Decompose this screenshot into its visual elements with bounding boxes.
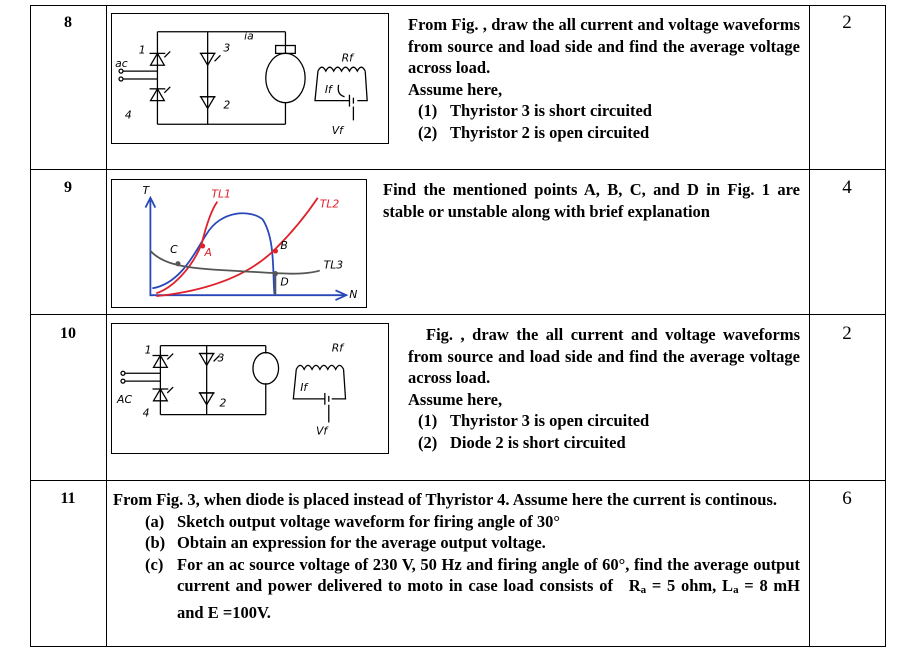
svg-text:4: 4 xyxy=(143,407,150,420)
question-number: 8 xyxy=(64,14,72,31)
question-text-10: Fig. , draw the all current and voltage … xyxy=(408,324,800,453)
table-border-top xyxy=(30,5,886,6)
list-item: (a) Sketch output voltage waveform for fi… xyxy=(113,511,800,533)
question-marks: 4 xyxy=(842,177,852,198)
question-text-9: Find the mentioned points A, B, C, and D… xyxy=(383,179,800,222)
svg-text:2: 2 xyxy=(223,99,230,112)
svg-text:2: 2 xyxy=(219,397,226,410)
question-number: 10 xyxy=(60,325,76,342)
svg-text:Vf: Vf xyxy=(316,424,329,437)
list-item: (2) Diode 2 is short circuited xyxy=(408,432,800,454)
item-text: Thyristor 3 is open circuited xyxy=(450,411,650,430)
circuit-diagram: 1 3 AC 4 2 Rf If Vf xyxy=(116,342,347,437)
svg-text:Rf: Rf xyxy=(342,51,356,64)
list-item: (b) Obtain an expression for the average … xyxy=(113,532,800,554)
la-label: L xyxy=(722,576,734,595)
svg-text:TL2: TL2 xyxy=(320,198,340,211)
table-border-left xyxy=(30,5,31,647)
svg-text:D: D xyxy=(280,275,288,288)
la-subscript: a xyxy=(733,584,739,596)
list-item: (2) Thyristor 2 is open circuited xyxy=(408,122,800,144)
table-border-row-9-10 xyxy=(30,314,886,315)
torque-speed-plot: T TL1 TL2 TL3 N A B C D xyxy=(143,184,358,301)
item-text-block: For an ac source voltage of 230 V, 50 Hz… xyxy=(177,554,800,624)
table-border-col1 xyxy=(106,5,107,647)
question-text-8: From Fig. , draw the all current and vol… xyxy=(408,14,800,143)
question-marks: 2 xyxy=(842,323,852,344)
table-border-col2 xyxy=(809,5,810,647)
circuit-diagram: ac 1 3 ia 4 2 Rf If Vf xyxy=(115,30,368,137)
item-text: Obtain an expression for the average out… xyxy=(177,533,546,552)
list-item: (1) Thyristor 3 is short circuited xyxy=(408,100,800,122)
question-number: 11 xyxy=(60,490,76,507)
svg-text:1: 1 xyxy=(139,43,146,56)
item-number: (2) xyxy=(418,122,438,142)
question-body: Fig. , draw the all current and voltage … xyxy=(408,325,800,387)
svg-text:T: T xyxy=(143,184,151,197)
list-item: (1) Thyristor 3 is open circuited xyxy=(408,410,800,432)
svg-text:ia: ia xyxy=(244,30,254,43)
question-body: From Fig. , draw the all current and vol… xyxy=(408,15,800,77)
question-body: Find the mentioned points A, B, C, and D… xyxy=(383,180,800,221)
assume-label: Assume here, xyxy=(408,389,503,409)
svg-text:N: N xyxy=(349,288,357,301)
item-number: (c) xyxy=(145,554,164,574)
item-number: (a) xyxy=(145,511,165,531)
question-text-11: From Fig. 3, when diode is placed instea… xyxy=(113,489,800,623)
ra-value: = 5 ohm, xyxy=(646,576,717,595)
svg-text:If: If xyxy=(325,83,334,96)
question-marks: 2 xyxy=(842,12,852,33)
figure-torque-speed-curves: T TL1 TL2 TL3 N A B C D xyxy=(111,179,367,308)
item-text: For an ac source voltage of 230 V, 50 Hz… xyxy=(177,554,800,596)
svg-text:3: 3 xyxy=(218,351,225,364)
assume-label: Assume here, xyxy=(408,79,503,99)
question-marks: 6 xyxy=(842,488,852,509)
item-number: (1) xyxy=(418,411,438,430)
svg-text:Rf: Rf xyxy=(332,342,346,355)
list-item: (c) For an ac source voltage of 230 V, 5… xyxy=(113,554,800,624)
table-border-row-10-11 xyxy=(30,480,886,481)
ra-subscript: a xyxy=(640,584,647,596)
la-value: = 8 mH and E =100V. xyxy=(177,576,801,622)
item-text: Thyristor 3 is short circuited xyxy=(450,101,652,120)
question-body: From Fig. 3, when diode is placed instea… xyxy=(113,490,777,509)
item-number: (1) xyxy=(418,101,438,120)
svg-text:A: A xyxy=(204,246,212,259)
svg-text:TL1: TL1 xyxy=(211,188,231,201)
table-border-bottom xyxy=(30,646,886,647)
svg-text:4: 4 xyxy=(125,108,132,121)
svg-text:If: If xyxy=(300,381,309,394)
svg-text:Vf: Vf xyxy=(332,124,345,137)
figure-rectifier-circuit-q8: ac 1 3 ia 4 2 Rf If Vf xyxy=(111,13,389,144)
figure-rectifier-circuit-q10: 1 3 AC 4 2 Rf If Vf xyxy=(111,323,389,454)
item-number: (2) xyxy=(418,432,438,452)
item-number: (b) xyxy=(145,533,166,552)
svg-text:1: 1 xyxy=(145,344,152,357)
svg-text:ac: ac xyxy=(115,57,128,70)
table-border-row-8-9 xyxy=(30,169,886,170)
svg-text:3: 3 xyxy=(223,41,230,54)
svg-text:B: B xyxy=(280,239,287,252)
ra-label: R xyxy=(628,576,641,595)
item-text: Sketch output voltage waveform for firin… xyxy=(177,511,561,531)
item-text: Diode 2 is short circuited xyxy=(450,432,626,452)
item-text: Thyristor 2 is open circuited xyxy=(450,122,650,142)
svg-text:AC: AC xyxy=(116,393,132,406)
table-border-right xyxy=(885,5,886,647)
question-number: 9 xyxy=(64,179,72,196)
svg-text:C: C xyxy=(170,243,178,256)
svg-text:TL3: TL3 xyxy=(324,259,344,272)
